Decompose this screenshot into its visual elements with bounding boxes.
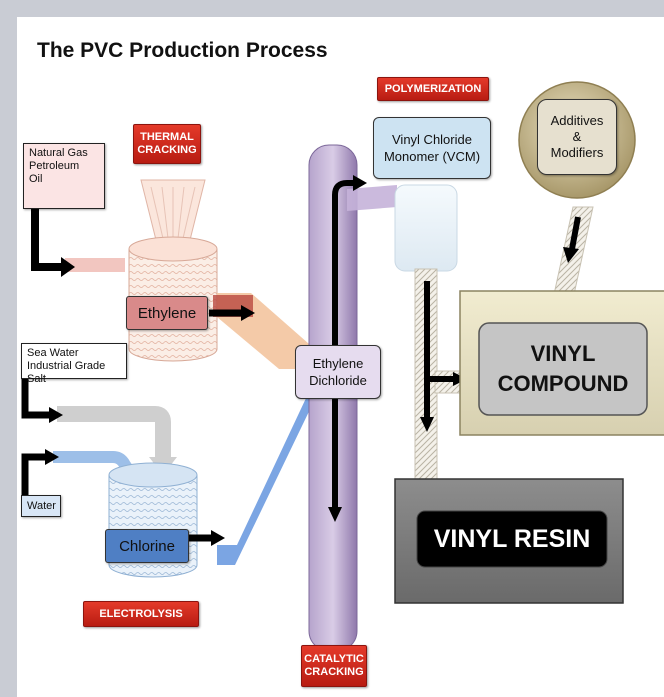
diagram-frame: The PVC Production Process THERMAL CRACK…	[17, 17, 664, 697]
vinyl-resin-label: VINYL RESIN	[433, 524, 591, 553]
arrowhead-natural-gas	[61, 257, 75, 277]
label-polymerization: POLYMERIZATION	[377, 77, 489, 101]
source-natural-gas: Natural Gas Petroleum Oil	[23, 143, 105, 209]
arrow-edc-up	[332, 180, 357, 515]
additives-box: Additives & Modifiers	[537, 99, 617, 175]
arrow-natural-gas	[31, 209, 63, 271]
page-title: The PVC Production Process	[37, 39, 328, 62]
ethylene-box: Ethylene	[126, 296, 208, 330]
chlorine-box: Chlorine	[105, 529, 189, 563]
vinyl-compound-label: VINYL COMPOUND	[497, 341, 629, 396]
pipe-water	[53, 451, 140, 483]
pipe-seawater	[57, 406, 171, 459]
label-thermal-cracking: THERMAL CRACKING	[133, 124, 201, 164]
source-water: Water	[21, 495, 61, 517]
label-electrolysis: ELECTROLYSIS	[83, 601, 199, 627]
vcm-box: Vinyl Chloride Monomer (VCM)	[373, 117, 491, 179]
edc-box: Ethylene Dichloride	[295, 345, 381, 399]
label-catalytic-cracking: CATALYTIC CRACKING	[301, 645, 367, 687]
vcm-vessel	[394, 184, 458, 272]
process-diagram	[21, 81, 664, 652]
source-sea-water: Sea Water Industrial Grade Salt	[21, 343, 127, 385]
flow-chlorine-to-edc	[217, 379, 315, 565]
